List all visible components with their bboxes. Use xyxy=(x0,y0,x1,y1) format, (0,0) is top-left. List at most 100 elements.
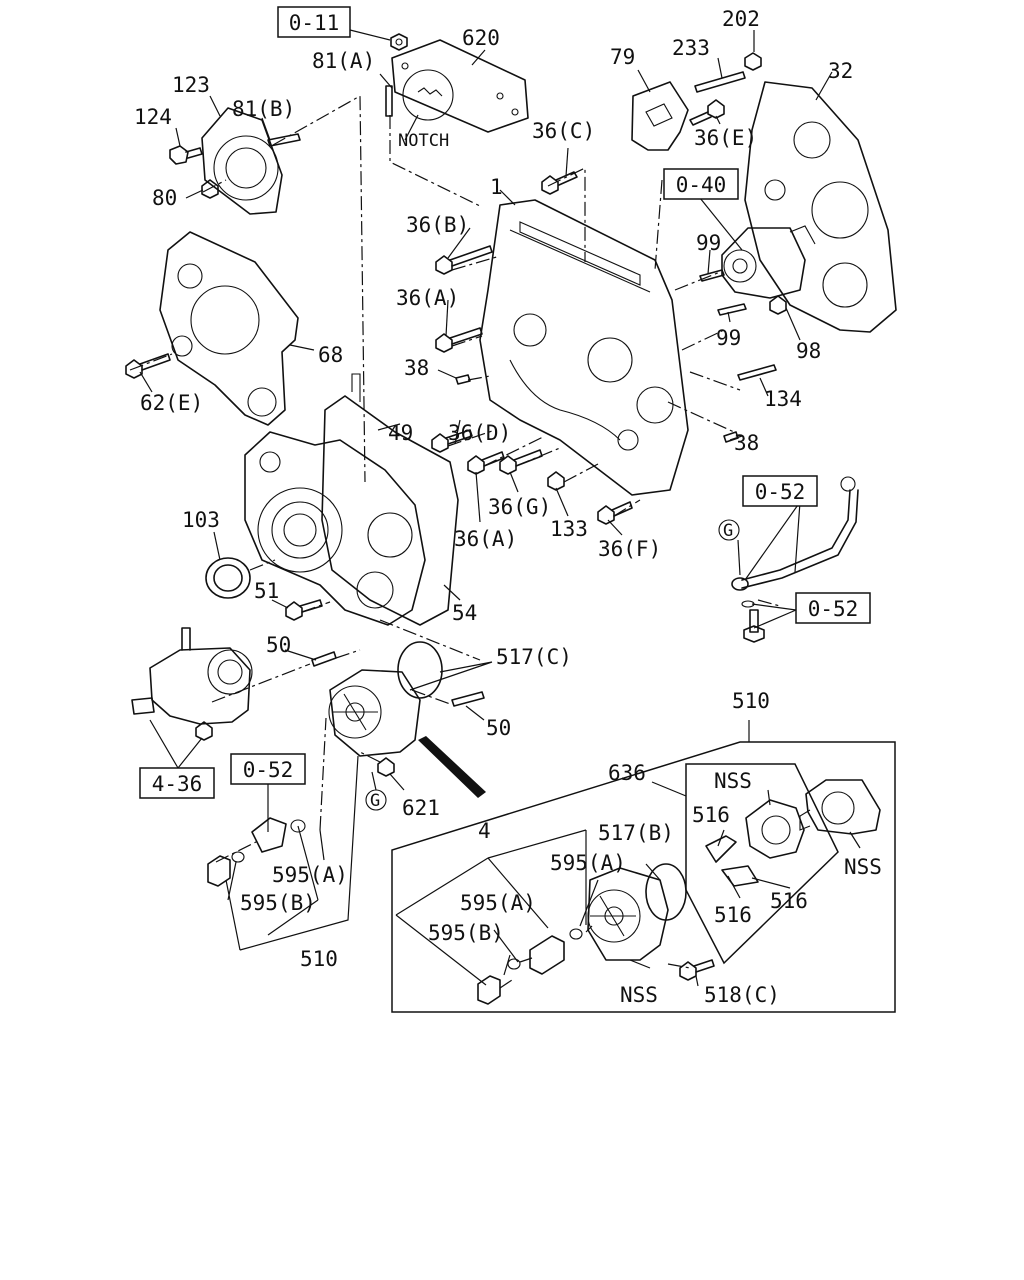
label-81a: 81(A) xyxy=(312,49,375,73)
callout-0-52-b: 0-52 xyxy=(808,597,859,621)
timing-case-1 xyxy=(479,199,689,496)
label-80: 80 xyxy=(152,186,177,210)
stud-81a xyxy=(385,85,393,117)
label-50b: 50 xyxy=(486,716,511,740)
label-36f: 36(F) xyxy=(598,537,661,561)
callout-0-52-a: 0-52 xyxy=(755,480,806,504)
label-36c: 36(C) xyxy=(532,119,595,143)
callout-0-11: 0-11 xyxy=(289,11,340,35)
power-steering-pump-4-36 xyxy=(131,627,253,741)
label-62e: 62(E) xyxy=(140,391,203,415)
bolt-36e xyxy=(689,99,725,126)
vane-516a xyxy=(705,835,737,863)
label-4: 4 xyxy=(478,819,491,843)
nut-98 xyxy=(769,295,787,315)
callout-box-0-11 xyxy=(277,6,351,38)
label-510-bottom: 510 xyxy=(300,947,338,971)
nut-621 xyxy=(377,757,395,777)
oil-seal-103 xyxy=(205,557,251,599)
label-510-top: 510 xyxy=(732,689,770,713)
label-516-b: 516 xyxy=(770,889,808,913)
label-202: 202 xyxy=(722,7,760,31)
label-notch: NOTCH xyxy=(398,131,449,151)
label-595a-right-2: 595(A) xyxy=(460,891,536,915)
cover-plate-123 xyxy=(201,107,283,215)
nut-0-11 xyxy=(390,33,408,51)
plug-in-box xyxy=(477,975,501,1005)
bolt-36a-top xyxy=(435,327,483,353)
label-g2: G xyxy=(370,791,380,811)
g-marker-1 xyxy=(718,519,740,541)
hose xyxy=(418,736,486,798)
label-124: 124 xyxy=(134,105,172,129)
label-49: 49 xyxy=(388,421,413,445)
label-50a: 50 xyxy=(266,633,291,657)
callout-box-0-52-b xyxy=(795,592,871,624)
nss-rotor xyxy=(745,799,805,859)
label-98: 98 xyxy=(796,339,821,363)
bracket-68 xyxy=(159,231,299,426)
gasket-32 xyxy=(744,81,897,333)
label-620: 620 xyxy=(462,26,500,50)
label-595a-left: 595(A) xyxy=(272,863,348,887)
label-36a-top: 36(A) xyxy=(396,286,459,310)
nut-133 xyxy=(547,471,565,491)
union-0-52 xyxy=(251,817,306,853)
oil-pipe-0-52 xyxy=(731,476,859,591)
label-595b-right: 595(B) xyxy=(428,921,504,945)
label-54: 54 xyxy=(452,601,477,625)
bolt-36g xyxy=(499,449,543,475)
bolt-36f xyxy=(597,501,633,525)
label-99a: 99 xyxy=(696,231,721,255)
callout-0-52-c: 0-52 xyxy=(243,758,294,782)
label-36b: 36(B) xyxy=(406,213,469,237)
label-nss-2: NSS xyxy=(844,855,882,879)
stud-81b xyxy=(267,133,301,147)
label-517c: 517(C) xyxy=(496,645,572,669)
label-36d: 36(D) xyxy=(448,421,511,445)
callout-4-36: 4-36 xyxy=(152,772,203,796)
stud-134 xyxy=(737,364,777,381)
label-595a-right-1: 595(A) xyxy=(550,851,626,875)
label-516-c: 516 xyxy=(714,903,752,927)
label-36a-mid: 36(A) xyxy=(454,527,517,551)
label-1: 1 xyxy=(490,175,503,199)
stud-50b xyxy=(451,691,485,707)
label-nss-1: NSS xyxy=(714,769,752,793)
label-233: 233 xyxy=(672,36,710,60)
stud-99b xyxy=(717,303,747,316)
label-123: 123 xyxy=(172,73,210,97)
front-cover-54 xyxy=(244,431,426,626)
label-38b: 38 xyxy=(734,431,759,455)
stud-50a xyxy=(311,651,337,667)
label-g1: G xyxy=(723,521,733,541)
label-51: 51 xyxy=(254,579,279,603)
bolt-62e xyxy=(125,353,171,379)
label-38a: 38 xyxy=(404,356,429,380)
nut-80 xyxy=(201,179,219,199)
stud-99a xyxy=(699,269,725,282)
bolt-36d xyxy=(431,429,473,453)
label-36e: 36(E) xyxy=(694,126,757,150)
label-134: 134 xyxy=(764,387,802,411)
label-516-a: 516 xyxy=(692,803,730,827)
dowel-38a xyxy=(455,374,471,385)
label-32: 32 xyxy=(828,59,853,83)
box-nss xyxy=(685,763,839,965)
o-ring-517c xyxy=(397,641,443,699)
callout-box-4-36 xyxy=(139,767,215,799)
label-36g: 36(G) xyxy=(488,495,551,519)
callout-box-0-52-c xyxy=(230,753,306,785)
label-133: 133 xyxy=(550,517,588,541)
gasket-plate-620 xyxy=(391,39,529,133)
plug-left xyxy=(207,851,245,887)
label-68: 68 xyxy=(318,343,343,367)
label-517b: 517(B) xyxy=(598,821,674,845)
label-81b: 81(B) xyxy=(232,97,295,121)
callout-box-0-40 xyxy=(663,168,739,200)
label-99b: 99 xyxy=(716,326,741,350)
pump-assembly-0-40 xyxy=(721,225,816,299)
dowel-38b xyxy=(723,431,739,443)
callout-0-40: 0-40 xyxy=(676,173,727,197)
